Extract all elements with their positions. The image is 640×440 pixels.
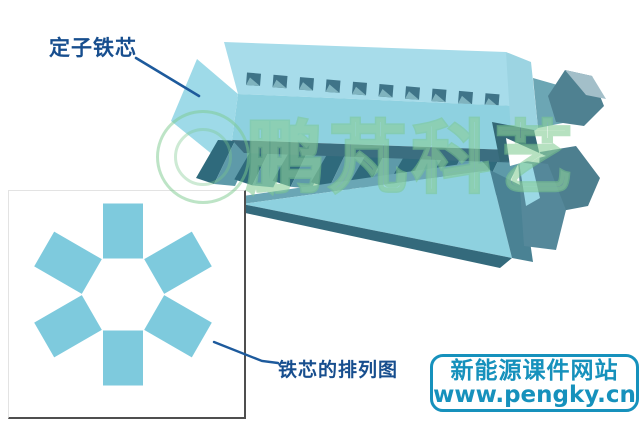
slot-hole-highlight <box>246 77 260 86</box>
center-white-notch <box>506 138 546 166</box>
top-slab-left-end-face <box>171 59 238 155</box>
tooth-dark-face <box>196 140 235 184</box>
slot-holes <box>246 72 500 107</box>
slot-hole-highlight <box>378 89 393 98</box>
right-star-cluster <box>492 52 606 250</box>
top-slab-front-face <box>232 94 518 150</box>
core-arrangement-label: 铁芯的排列图 <box>278 359 399 381</box>
arrangement-panel <box>8 190 246 419</box>
top-slab <box>171 42 518 155</box>
slot-hole-highlight <box>431 93 446 103</box>
slot-hole-highlight <box>458 95 472 105</box>
bottom-slab-underside <box>236 204 512 268</box>
slot-hole-highlight <box>299 82 313 91</box>
slot-hole-highlight <box>484 98 499 107</box>
bottom-slab-top-face <box>236 161 490 204</box>
arrangement-leader-line <box>212 340 280 365</box>
bottom-slab <box>236 161 533 268</box>
bottom-slab-front-face <box>242 170 512 258</box>
slot-hole-highlight <box>405 91 419 100</box>
top-slab-right-end-cap <box>506 52 538 150</box>
core-segment <box>103 203 143 259</box>
up-right-arm-top-facet <box>565 70 606 99</box>
slot-hole-highlight <box>352 86 366 96</box>
stator-core-label: 定子铁芯 <box>49 36 137 60</box>
slot-hole-highlight <box>272 79 287 89</box>
down-arm-light-stripe <box>519 162 540 206</box>
top-slab-underside <box>232 140 524 163</box>
site-badge: 新能源课件网站 www.pengky.cn <box>430 354 639 412</box>
site-badge-title: 新能源课件网站 <box>450 358 619 385</box>
segment-pattern <box>9 191 244 417</box>
stator-leader-line <box>134 56 201 98</box>
site-badge-url: www.pengky.cn <box>433 381 636 408</box>
slot-hole-highlight <box>325 84 340 93</box>
